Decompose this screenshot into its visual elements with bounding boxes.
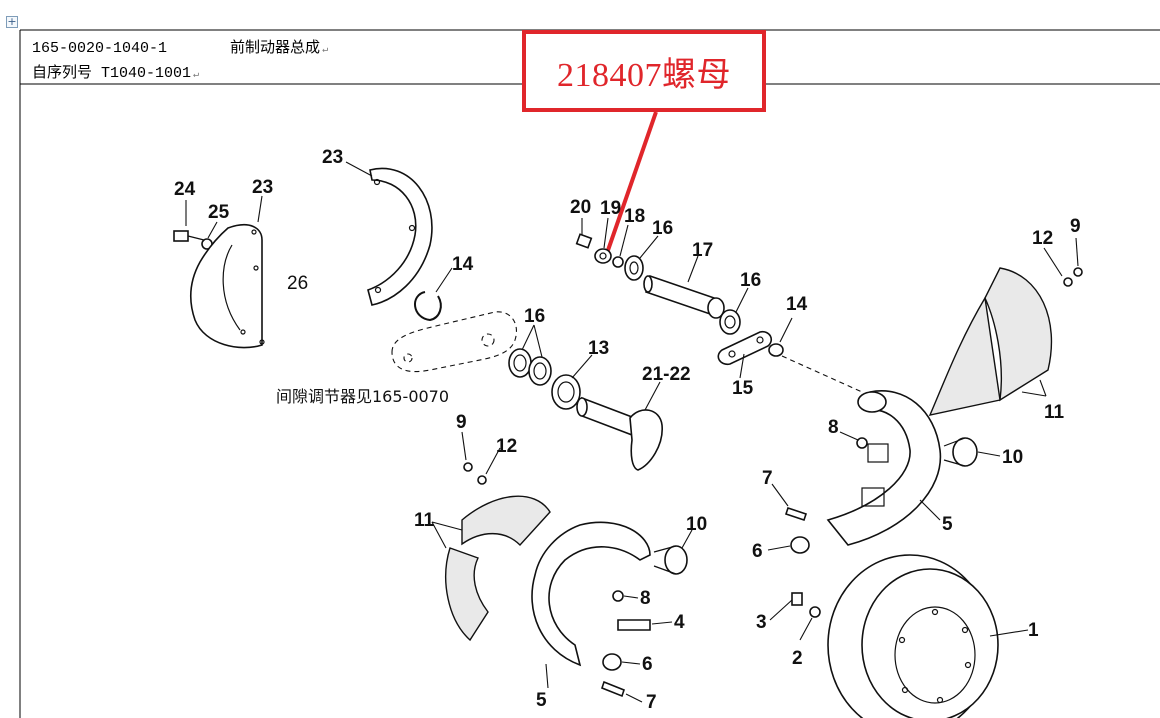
label-14-left: 14: [452, 254, 474, 275]
label-20: 20: [570, 197, 591, 218]
label-16-left: 16: [524, 306, 545, 327]
label-9-right: 9: [1070, 216, 1081, 237]
label-25: 25: [208, 202, 230, 223]
label-6-left: 6: [642, 654, 653, 675]
label-11-left: 11: [414, 510, 435, 531]
bushing-6-right: [790, 536, 810, 554]
washer-13: [551, 374, 581, 410]
label-19: 19: [600, 198, 621, 219]
adjuster-bolt-4: [617, 619, 651, 631]
label-21-22: 21-22: [642, 364, 691, 385]
part-title: 前制动器总成: [230, 40, 321, 57]
table-move-handle-icon[interactable]: +: [6, 15, 18, 28]
washer-14-right: [768, 343, 784, 357]
label-9-left: 9: [456, 412, 467, 433]
clearance-adjuster-outline: [391, 311, 517, 373]
snap-ring-14: [414, 291, 442, 322]
label-8-left: 8: [640, 588, 651, 609]
label-12-right: 12: [1032, 228, 1053, 249]
label-1: 1: [1028, 620, 1039, 641]
washer-9-right: [1073, 267, 1083, 277]
bolt-12-right: [1063, 277, 1073, 287]
label-26: 26: [287, 273, 308, 294]
label-18: 18: [624, 206, 645, 227]
callout-box: 218407螺母: [522, 30, 766, 112]
label-3: 3: [756, 612, 767, 633]
bolt-24: [173, 230, 213, 250]
bolt-3: [791, 592, 803, 606]
label-11-right: 11: [1044, 402, 1065, 423]
part-code: 165-0020-1040-1: [32, 40, 168, 57]
washer-9-left: [463, 462, 473, 472]
shield-23: [367, 167, 433, 306]
fitting-20: [575, 233, 593, 249]
header-row-1: 165-0020-1040-1 前制动器总成↵: [32, 36, 328, 57]
shaft-17: [643, 274, 725, 319]
roller-10-right: [952, 437, 978, 467]
roller-10-left: [664, 545, 688, 575]
lining-11-right: [928, 267, 1053, 416]
link-plate-15: [717, 330, 772, 366]
brake-drum-1: [827, 554, 999, 718]
bearing-16-top: [624, 255, 644, 281]
label-5-right: 5: [942, 514, 953, 535]
serial-line: 自序列号 T1040-1001: [32, 65, 192, 82]
callout-text: 218407螺母: [557, 56, 731, 94]
brake-shoe-5-left: [531, 521, 651, 667]
label-12-left: 12: [496, 436, 517, 457]
label-10-right: 10: [1002, 447, 1023, 468]
nut-8-right: [856, 437, 868, 449]
nut-8-left: [612, 590, 624, 602]
washer-2: [809, 606, 821, 618]
label-14-right: 14: [786, 294, 808, 315]
brake-shoe-5-right: [826, 390, 942, 546]
washer-18: [612, 256, 624, 268]
nut-19: [594, 248, 612, 264]
bearing-16-right: [719, 309, 741, 335]
bolt-12-left: [477, 475, 487, 485]
label-7-right: 7: [762, 468, 773, 489]
label-24: 24: [174, 179, 196, 200]
label-2: 2: [792, 648, 803, 669]
camshaft-21-22: [576, 396, 663, 471]
label-16-top: 16: [652, 218, 673, 239]
label-17: 17: [692, 240, 713, 261]
bearings-16: [508, 348, 552, 386]
label-23-left: 23: [252, 177, 273, 198]
pin-7-right: [784, 506, 808, 522]
label-6-right: 6: [752, 541, 763, 562]
label-5-left: 5: [536, 690, 547, 711]
label-7-left: 7: [646, 692, 657, 713]
lining-11-left: [445, 495, 551, 642]
bushing-6-left: [602, 653, 622, 671]
label-4: 4: [674, 612, 685, 633]
callout-leader-line: [604, 111, 658, 257]
pin-7-left: [601, 680, 625, 698]
label-13: 13: [588, 338, 609, 359]
paragraph-mark-icon: ↵: [193, 70, 200, 81]
cover-plate-26: [190, 224, 263, 349]
label-8-right: 8: [828, 417, 839, 438]
clearance-adjuster-note: 间隙调节器见165-0070: [276, 387, 449, 406]
label-23-top: 23: [322, 147, 343, 168]
header-row-2: 自序列号 T1040-1001↵: [32, 61, 199, 82]
paragraph-mark-icon: ↵: [322, 45, 329, 56]
label-15: 15: [732, 378, 754, 399]
label-10-left: 10: [686, 514, 707, 535]
label-16-right: 16: [740, 270, 761, 291]
